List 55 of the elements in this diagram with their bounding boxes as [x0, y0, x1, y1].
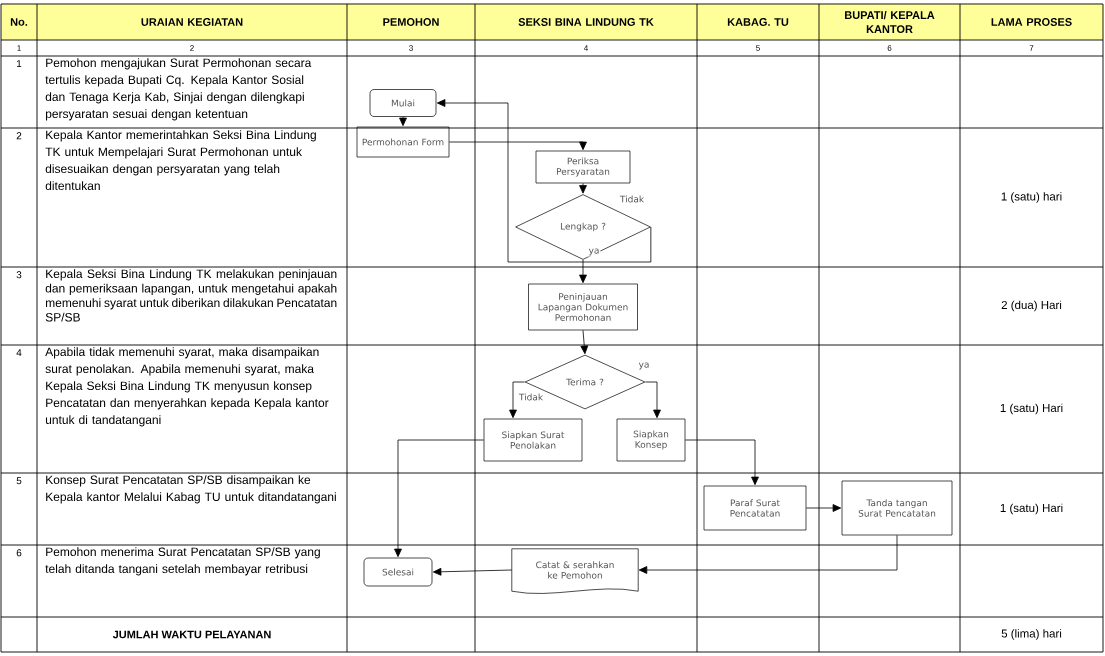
column-number: 6	[887, 45, 892, 51]
edge-label: Tidak	[618, 194, 646, 204]
column-number: 7	[1029, 45, 1034, 51]
arrow	[805, 504, 842, 512]
activity-text: Konsep Surat Pencatatan SP/SB disampaikan ke Kepala kantor Melalui Kabag TU untuk ditandatangani	[46, 475, 336, 504]
terminal-box: Selesai	[363, 557, 433, 587]
arrow	[448, 141, 587, 151]
process-box: Tanda tangan Surat Pencatatan	[841, 480, 953, 536]
row-number: 5	[16, 477, 22, 485]
activity-text: Kepala Seksi Bina Lindung TK melakukan peninjauan dan pemeriksaan lapangan, untuk mengetahui apakah memenuhi syarat untuk diberikan dilakukan Pencatatan SP/SB	[45, 269, 337, 322]
process-box: Paraf Surat Pencatatan	[703, 485, 807, 531]
arrow	[579, 182, 587, 194]
header-cell: SEKSI BINA LINDUNG TK	[475, 4, 697, 40]
total-label: JUMLAH WAKTU PELAYANAN	[112, 630, 271, 639]
process-box: Periksa Persyaratan	[535, 150, 631, 184]
header-cell: BUPATI/ KEPALA KANTOR	[819, 4, 960, 40]
duration-text: 5 (lima) hari	[1001, 629, 1062, 640]
row-number: 3	[16, 271, 22, 279]
row-number: 2	[16, 132, 22, 140]
column-number: 5	[756, 45, 760, 51]
arrow	[436, 99, 652, 263]
column-number: 2	[190, 45, 194, 51]
arrow	[394, 439, 485, 558]
duration-text: 1 (satu) Hari	[1000, 403, 1063, 415]
column-number: 1	[17, 45, 21, 51]
activity-text: Pemohon mengajukan Surat Permohonan secara tertulis kepada Bupati Cq. Kepala Kantor Sosial dan Tenaga Kerja Kab, Sinjai dengan dilengkapi persyaratan sesuai dengan ketentuan	[45, 58, 312, 121]
row-number: 1	[17, 60, 22, 68]
arrow	[399, 116, 407, 127]
duration-text: 1 (satu) Hari	[1000, 503, 1063, 515]
header-cell: PEMOHON	[347, 4, 475, 40]
duration-text: 2 (dua) Hari	[1001, 300, 1062, 312]
row-number: 4	[16, 349, 22, 357]
activity-text: Apabila tidak memenuhi syarat, maka disampaikan surat penolakan. Apabila memenuhi syarat, maka Kepala Seksi Bina Lindung TK menyusun konsep Pencatatan dan menyerahkan kepada Kepala kantor untuk di tandatangani	[45, 347, 329, 427]
document-shape: Catat & serahkan ke Pemohon	[511, 548, 639, 594]
column-number: 4	[583, 45, 588, 51]
header-cell: KABAG. TU	[697, 4, 819, 40]
process-box: Siapkan Konsep	[616, 418, 686, 462]
arrow	[684, 439, 759, 486]
column-number: 3	[409, 45, 413, 51]
arrow	[638, 534, 898, 574]
terminal-box: Mulai	[369, 89, 437, 117]
edge-label: ya	[587, 247, 601, 257]
activity-text: Kepala Kantor memerintahkan Seksi Bina Lindung TK untuk Mempelajari Surat Permohonan untuk disesuaikan dengan persyaratan yang telah ditentukan	[45, 130, 316, 190]
arrow	[580, 329, 589, 355]
process-box: Peninjauan Lapangan Dokumen Permohonan	[528, 283, 638, 331]
header-cell: LAMA PROSES	[960, 4, 1103, 40]
activity-text: Pemohon menerima Surat Pencatatan SP/SB yang telah ditanda tangani setelah membayar retribusi	[45, 547, 320, 576]
arrow	[432, 567, 513, 576]
duration-text: 1 (satu) hari	[1001, 192, 1062, 203]
arrow	[579, 259, 587, 284]
row-number: 6	[16, 549, 22, 557]
arrow	[509, 381, 526, 419]
arrow	[644, 381, 661, 419]
process-box: Siapkan Surat Penolakan	[483, 418, 583, 462]
process-box: Permohonan Form	[356, 126, 450, 158]
